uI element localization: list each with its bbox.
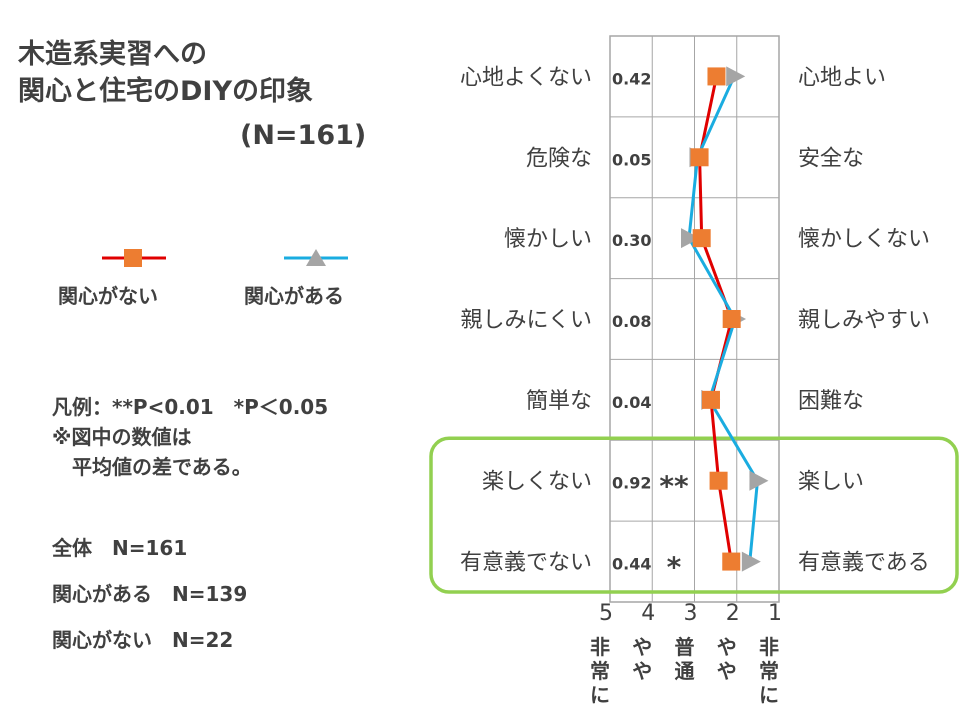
x-category-label-char: 普 xyxy=(675,635,695,659)
item-label-left: 危険な xyxy=(526,146,592,171)
item-label-right: 楽しい xyxy=(798,470,864,495)
legend-label-not-interested: 関心がない xyxy=(58,284,158,308)
item-label-right: 有意義である xyxy=(798,551,930,576)
item-label-left: 親しみにくい xyxy=(460,308,592,333)
highlight-box xyxy=(429,436,959,594)
x-category-label-char: 常 xyxy=(759,659,779,683)
data-point-not-interested xyxy=(722,310,741,328)
x-category-label-char: 非 xyxy=(590,635,610,659)
mean-difference-label: 0.08 xyxy=(612,312,651,331)
data-point-not-interested xyxy=(707,67,726,86)
data-point-not-interested xyxy=(709,471,728,490)
diff-note-line-2: 平均値の差である。 xyxy=(52,455,252,479)
data-point-interested xyxy=(749,470,769,491)
mean-difference-label: 0.42 xyxy=(612,69,651,88)
title-sample-size: (N=161) xyxy=(240,120,367,151)
data-point-not-interested xyxy=(722,552,741,571)
legend-label-interested: 関心がある xyxy=(244,284,344,308)
x-category-label-char: や xyxy=(717,635,737,659)
significance-mark: * xyxy=(667,551,682,584)
title-line-2: 関心と住宅のDIYの印象 xyxy=(18,76,314,107)
x-category-label-char: 非 xyxy=(759,635,779,659)
x-tick-label: 3 xyxy=(684,601,698,626)
x-category-label-char: に xyxy=(759,683,779,707)
data-point-interested xyxy=(726,66,746,87)
item-label-left: 懐かしい xyxy=(504,227,592,252)
count-total: 全体 N=161 xyxy=(52,536,188,560)
x-category-label-char: や xyxy=(632,659,652,683)
x-category-label-char: 常 xyxy=(590,659,610,683)
mean-difference-label: 0.30 xyxy=(612,231,651,250)
item-label-right: 親しみやすい xyxy=(798,308,930,333)
data-point-not-interested xyxy=(692,229,711,248)
diff-note-line-1: ※図中の数値は xyxy=(52,425,192,449)
item-label-right: 安全な xyxy=(798,146,864,171)
mean-difference-label: 0.92 xyxy=(612,474,651,493)
x-category-label-char: に xyxy=(590,683,610,707)
x-category-label-char: 通 xyxy=(675,659,695,683)
item-label-right: 心地よい xyxy=(798,65,886,90)
legend-square-marker xyxy=(124,249,142,267)
x-category-label-char: や xyxy=(632,635,652,659)
count-interested: 関心がある N=139 xyxy=(52,582,248,606)
title-line-1: 木造系実習への xyxy=(18,39,207,70)
data-point-not-interested xyxy=(701,390,720,409)
data-point-interested xyxy=(741,551,761,572)
x-tick-label: 4 xyxy=(641,601,655,626)
item-label-left: 楽しくない xyxy=(482,470,592,495)
significance-note: 凡例：**P<0.01 *P＜0.05 xyxy=(52,395,329,419)
legend-markers xyxy=(102,249,348,267)
item-label-left: 有意義でない xyxy=(460,551,592,576)
x-category-label-char: や xyxy=(717,659,737,683)
count-not-interested: 関心がない N=22 xyxy=(52,628,234,652)
item-label-right: 懐かしくない xyxy=(798,227,930,252)
item-label-left: 心地よくない xyxy=(460,65,592,90)
data-point-not-interested xyxy=(690,148,709,167)
legend-triangle-marker xyxy=(306,249,326,266)
x-tick-label: 5 xyxy=(599,601,613,626)
significance-mark: ** xyxy=(659,470,689,503)
item-label-left: 簡単な xyxy=(526,389,592,414)
mean-difference-label: 0.04 xyxy=(612,393,651,412)
chart-title: 木造系実習への 関心と住宅のDIYの印象 xyxy=(18,36,313,110)
x-tick-label: 2 xyxy=(726,601,740,626)
mean-difference-label: 0.05 xyxy=(612,150,651,169)
x-tick-label: 1 xyxy=(768,601,782,626)
data-point-interested xyxy=(681,228,701,249)
item-label-right: 困難な xyxy=(798,389,864,414)
mean-difference-label: 0.44 xyxy=(612,555,651,574)
